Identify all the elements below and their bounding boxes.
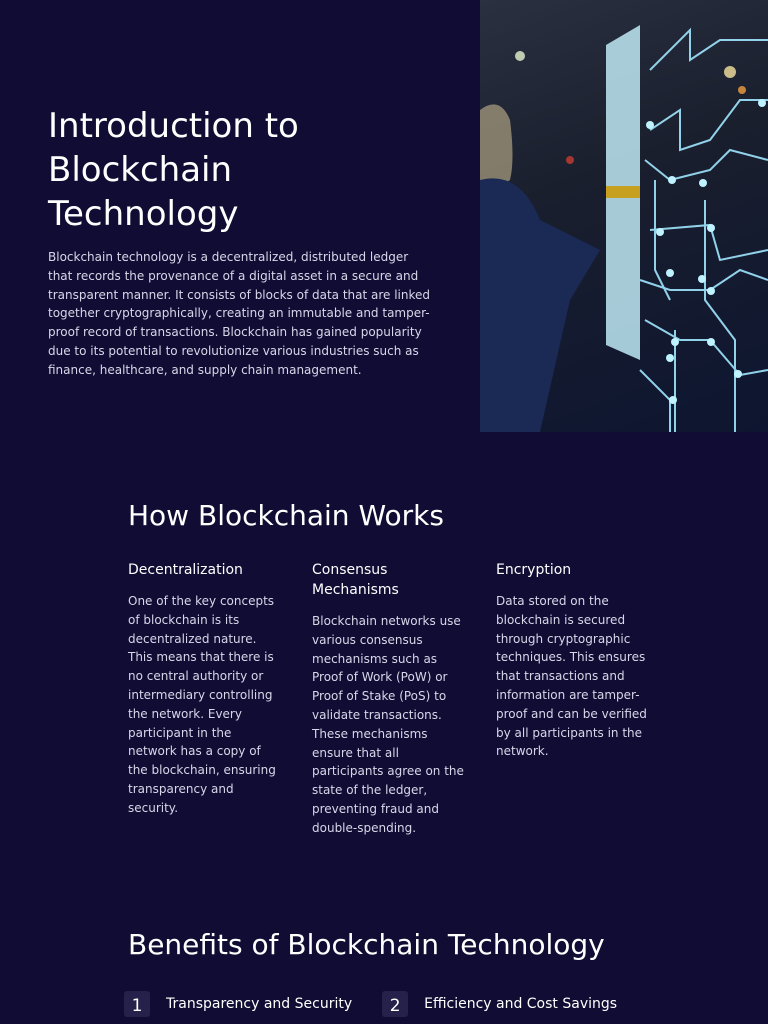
column-encryption: Encryption Data stored on the blockchain… <box>496 560 680 838</box>
page-title: Introduction to Blockchain Technology <box>48 106 299 234</box>
column-text: One of the key concepts of blockchain is… <box>128 594 276 815</box>
benefit-label: Transparency and Security <box>166 996 353 1012</box>
column-consensus: Consensus Mechanisms Blockchain networks… <box>312 560 496 838</box>
section-title-benefits: Benefits of Blockchain Technology <box>128 928 605 961</box>
benefit-label: Efficiency and Cost Savings <box>424 996 618 1012</box>
column-title: Decentralization <box>128 562 243 578</box>
number-badge: 1 <box>124 991 150 1017</box>
section-title-how-it-works: How Blockchain Works <box>128 499 444 532</box>
benefit-item: 1 Transparency and Security <box>124 991 352 1017</box>
hero-image <box>480 0 768 432</box>
how-it-works-columns: Decentralization One of the key concepts… <box>128 560 680 838</box>
column-text: Blockchain networks use various consensu… <box>312 614 464 835</box>
number-badge: 2 <box>382 991 409 1017</box>
column-text: Data stored on the blockchain is secured… <box>496 594 647 759</box>
benefits-list: 1 Transparency and Security 2 Efficiency… <box>124 991 617 1017</box>
hero-section: Introduction to Blockchain Technology Bl… <box>0 0 768 432</box>
column-decentralization: Decentralization One of the key concepts… <box>128 560 312 838</box>
column-title: Consensus Mechanisms <box>312 562 399 598</box>
hero-description: Blockchain technology is a decentralized… <box>48 250 431 377</box>
benefit-item: 2 Efficiency and Cost Savings <box>382 991 617 1017</box>
column-title: Encryption <box>496 562 572 578</box>
